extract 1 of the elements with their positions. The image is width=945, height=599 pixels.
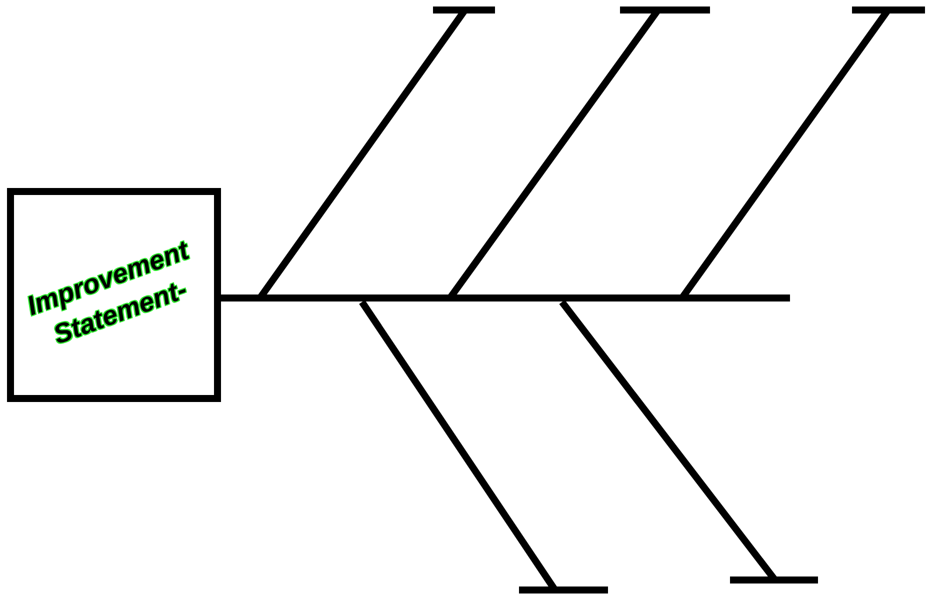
problem-box	[7, 188, 221, 402]
